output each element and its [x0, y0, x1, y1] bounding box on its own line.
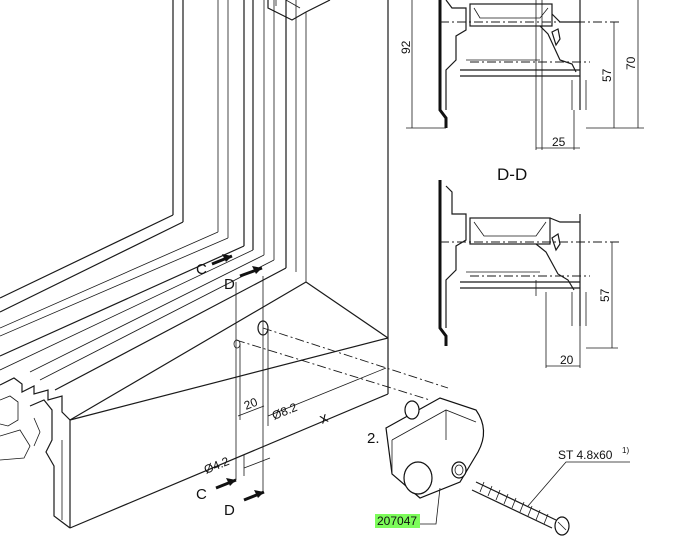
cut-label-c-bottom: C: [196, 486, 207, 503]
section-top-dim-25: 25: [552, 135, 566, 149]
screw: [471, 481, 570, 536]
section-dd: [438, 180, 620, 368]
section-top-dim-92: 92: [399, 40, 413, 54]
cut-label-d-bottom: D: [224, 502, 235, 519]
section-top-dim-70: 70: [624, 56, 638, 70]
step-label: 2.: [367, 430, 380, 447]
section-markers: [211, 254, 269, 502]
part-number-highlight: [375, 514, 420, 528]
section-dd-dim-57: 57: [598, 288, 612, 302]
dim-phi-4-2: Ø4.2: [202, 454, 232, 477]
screw-footnote: 1): [622, 446, 629, 455]
section-dd-dim-20: 20: [560, 353, 574, 367]
section-dd-title: D-D: [497, 165, 527, 184]
cut-label-d-top: D: [224, 276, 235, 293]
cut-label-c-top: C: [196, 261, 207, 278]
section-top: [406, 0, 644, 150]
frame-profile: [0, 0, 389, 529]
screw-callout: ST 4.8x60: [558, 448, 613, 462]
dim-20-iso: 20: [242, 395, 260, 413]
part-number: 207047: [377, 514, 417, 528]
part-leader: [420, 487, 441, 525]
section-top-dim-57: 57: [600, 68, 614, 82]
screw-leader: [527, 461, 630, 507]
sill-dimensions: [235, 327, 449, 469]
dim-phi-8-2: Ø8.2: [270, 400, 300, 423]
connector-block: [385, 397, 485, 499]
